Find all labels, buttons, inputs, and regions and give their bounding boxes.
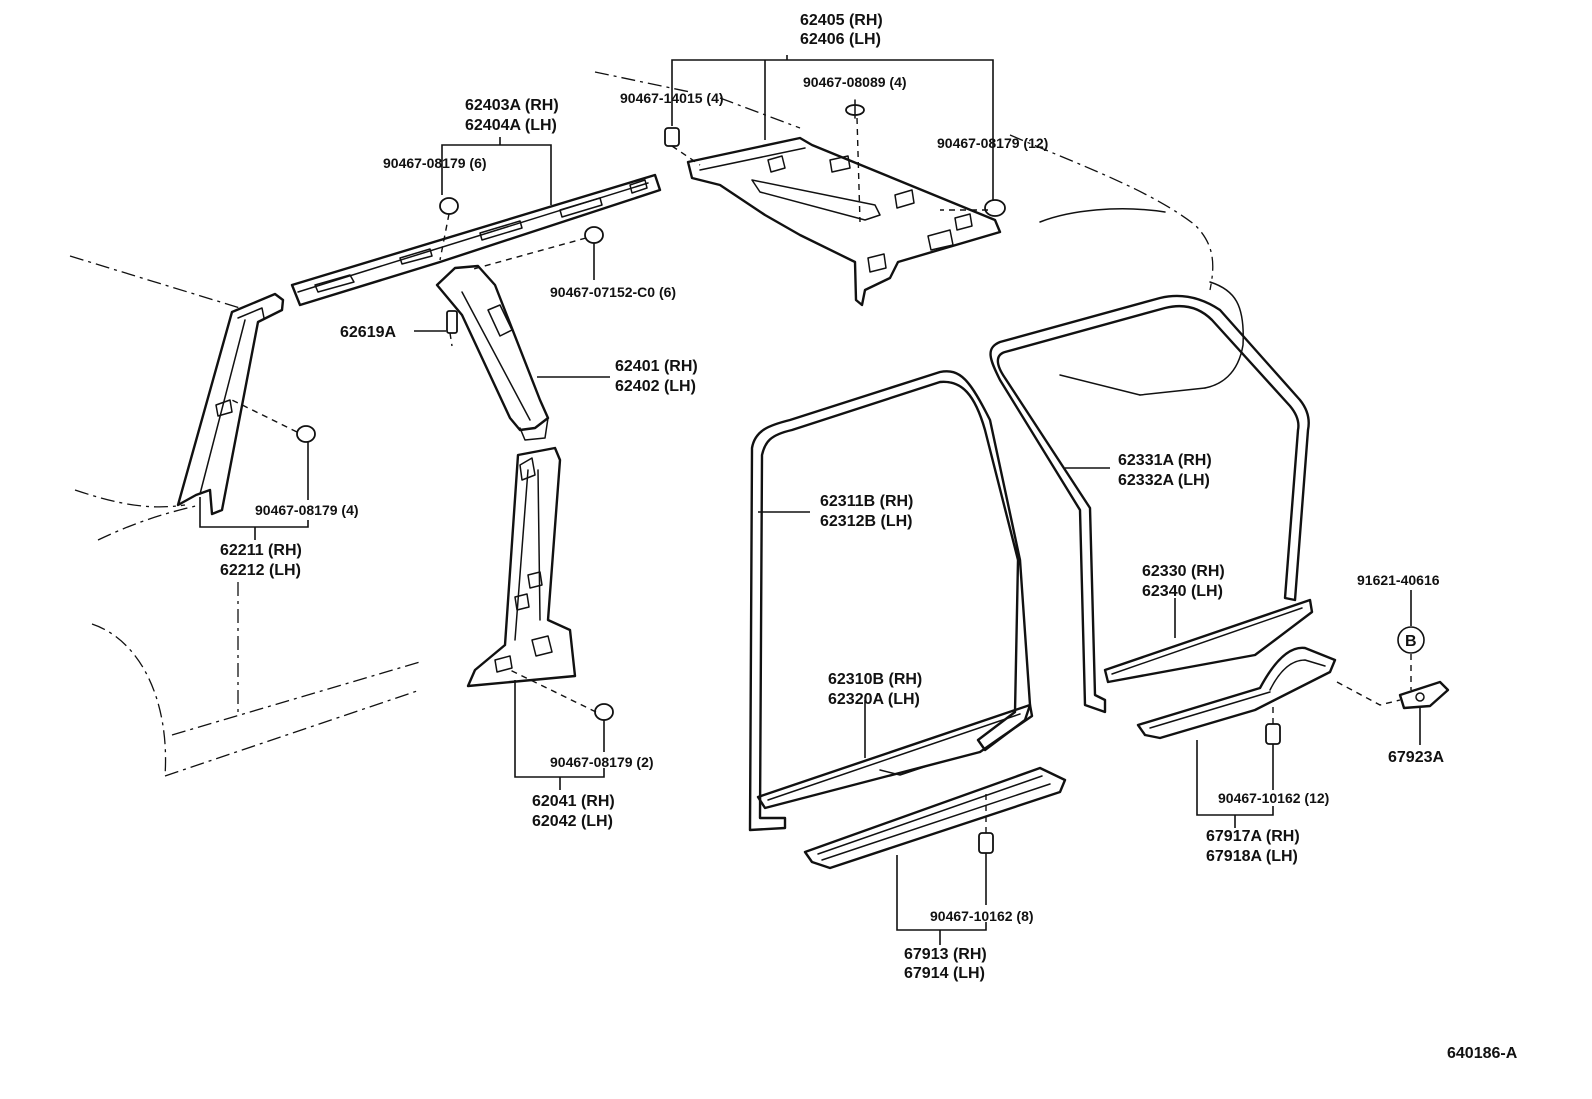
clip-icon-2 [845,99,865,119]
label-62332a: 62332A (LH) [1118,472,1210,489]
bracket-67923a [1398,680,1450,710]
clip-icon-6 [446,310,458,334]
label-90467-10162-12: 90467-10162 (12) [1218,790,1329,806]
label-90467-14015: 90467-14015 (4) [620,90,724,106]
label-ref-b: B [1405,633,1417,650]
clip-icon-7 [296,425,316,443]
label-67914: 67914 (LH) [904,965,985,982]
label-62401: 62401 (RH) [615,358,698,375]
label-62402: 62402 (LH) [615,378,696,395]
clip-icon-5 [584,226,604,244]
dashed-connectors [231,117,1412,833]
front-door-sill-garnish [756,703,1034,810]
upper-pillar-garnish [435,264,550,441]
label-90467-08179-4: 90467-08179 (4) [255,502,359,518]
label-62330: 62330 (RH) [1142,563,1225,580]
center-pillar-garnish [466,446,577,688]
label-62405: 62405 (RH) [800,12,883,29]
label-62312b: 62312B (LH) [820,513,912,530]
rear-scuff-plate [1136,646,1337,740]
label-62212: 62212 (LH) [220,562,301,579]
label-67918a: 67918A (LH) [1206,848,1298,865]
front-scuff-plate [803,766,1067,870]
leader-lines [199,55,1425,945]
label-62331a: 62331A (RH) [1118,452,1212,469]
label-62404a: 62404A (LH) [465,117,557,134]
clip-icon-3 [984,199,1006,217]
label-90467-08089: 90467-08089 (4) [803,74,907,90]
body-outline-front [69,255,421,777]
label-90467-08179-12: 90467-08179 (12) [937,135,1048,151]
label-62310b: 62310B (RH) [828,671,922,688]
labels: 62405 (RH) 62406 (LH) 90467-14015 (4) 90… [220,12,1518,1062]
diagram-id: 640186-A [1447,1045,1518,1062]
label-62406: 62406 (LH) [800,31,881,48]
clip-icon-8 [594,703,614,721]
label-67917a: 67917A (RH) [1206,828,1300,845]
label-67923a: 67923A [1388,749,1444,766]
clip-icon-9 [978,832,994,854]
label-62320a: 62320A (LH) [828,691,920,708]
label-62403a: 62403A (RH) [465,97,559,114]
front-pillar-garnish [176,292,285,516]
roof-side-rail [290,173,662,307]
front-door-weatherstrip [748,370,1032,832]
label-90467-07152: 90467-07152-C0 (6) [550,284,676,300]
label-62340: 62340 (LH) [1142,583,1223,600]
label-62211: 62211 (RH) [220,542,302,559]
label-67913: 67913 (RH) [904,946,987,963]
label-90467-10162-8: 90467-10162 (8) [930,908,1034,924]
label-62041: 62041 (RH) [532,793,615,810]
clip-icon-10 [1265,723,1281,745]
clip-icon-1 [664,127,680,147]
label-91621-40616: 91621-40616 [1357,572,1440,588]
rear-door-sill-garnish [1103,598,1314,684]
label-90467-08179-6: 90467-08179 (6) [383,155,487,171]
label-90467-08179-2: 90467-08179 (2) [550,754,654,770]
roof-side-inner-garnish [686,136,1002,307]
label-62619a: 62619A [340,324,396,341]
label-62311b: 62311B (RH) [820,493,913,510]
body-outline-rear [594,71,1244,396]
clip-icon-4 [439,197,459,215]
rear-door-weatherstrip [989,294,1310,714]
label-62042: 62042 (LH) [532,813,613,830]
